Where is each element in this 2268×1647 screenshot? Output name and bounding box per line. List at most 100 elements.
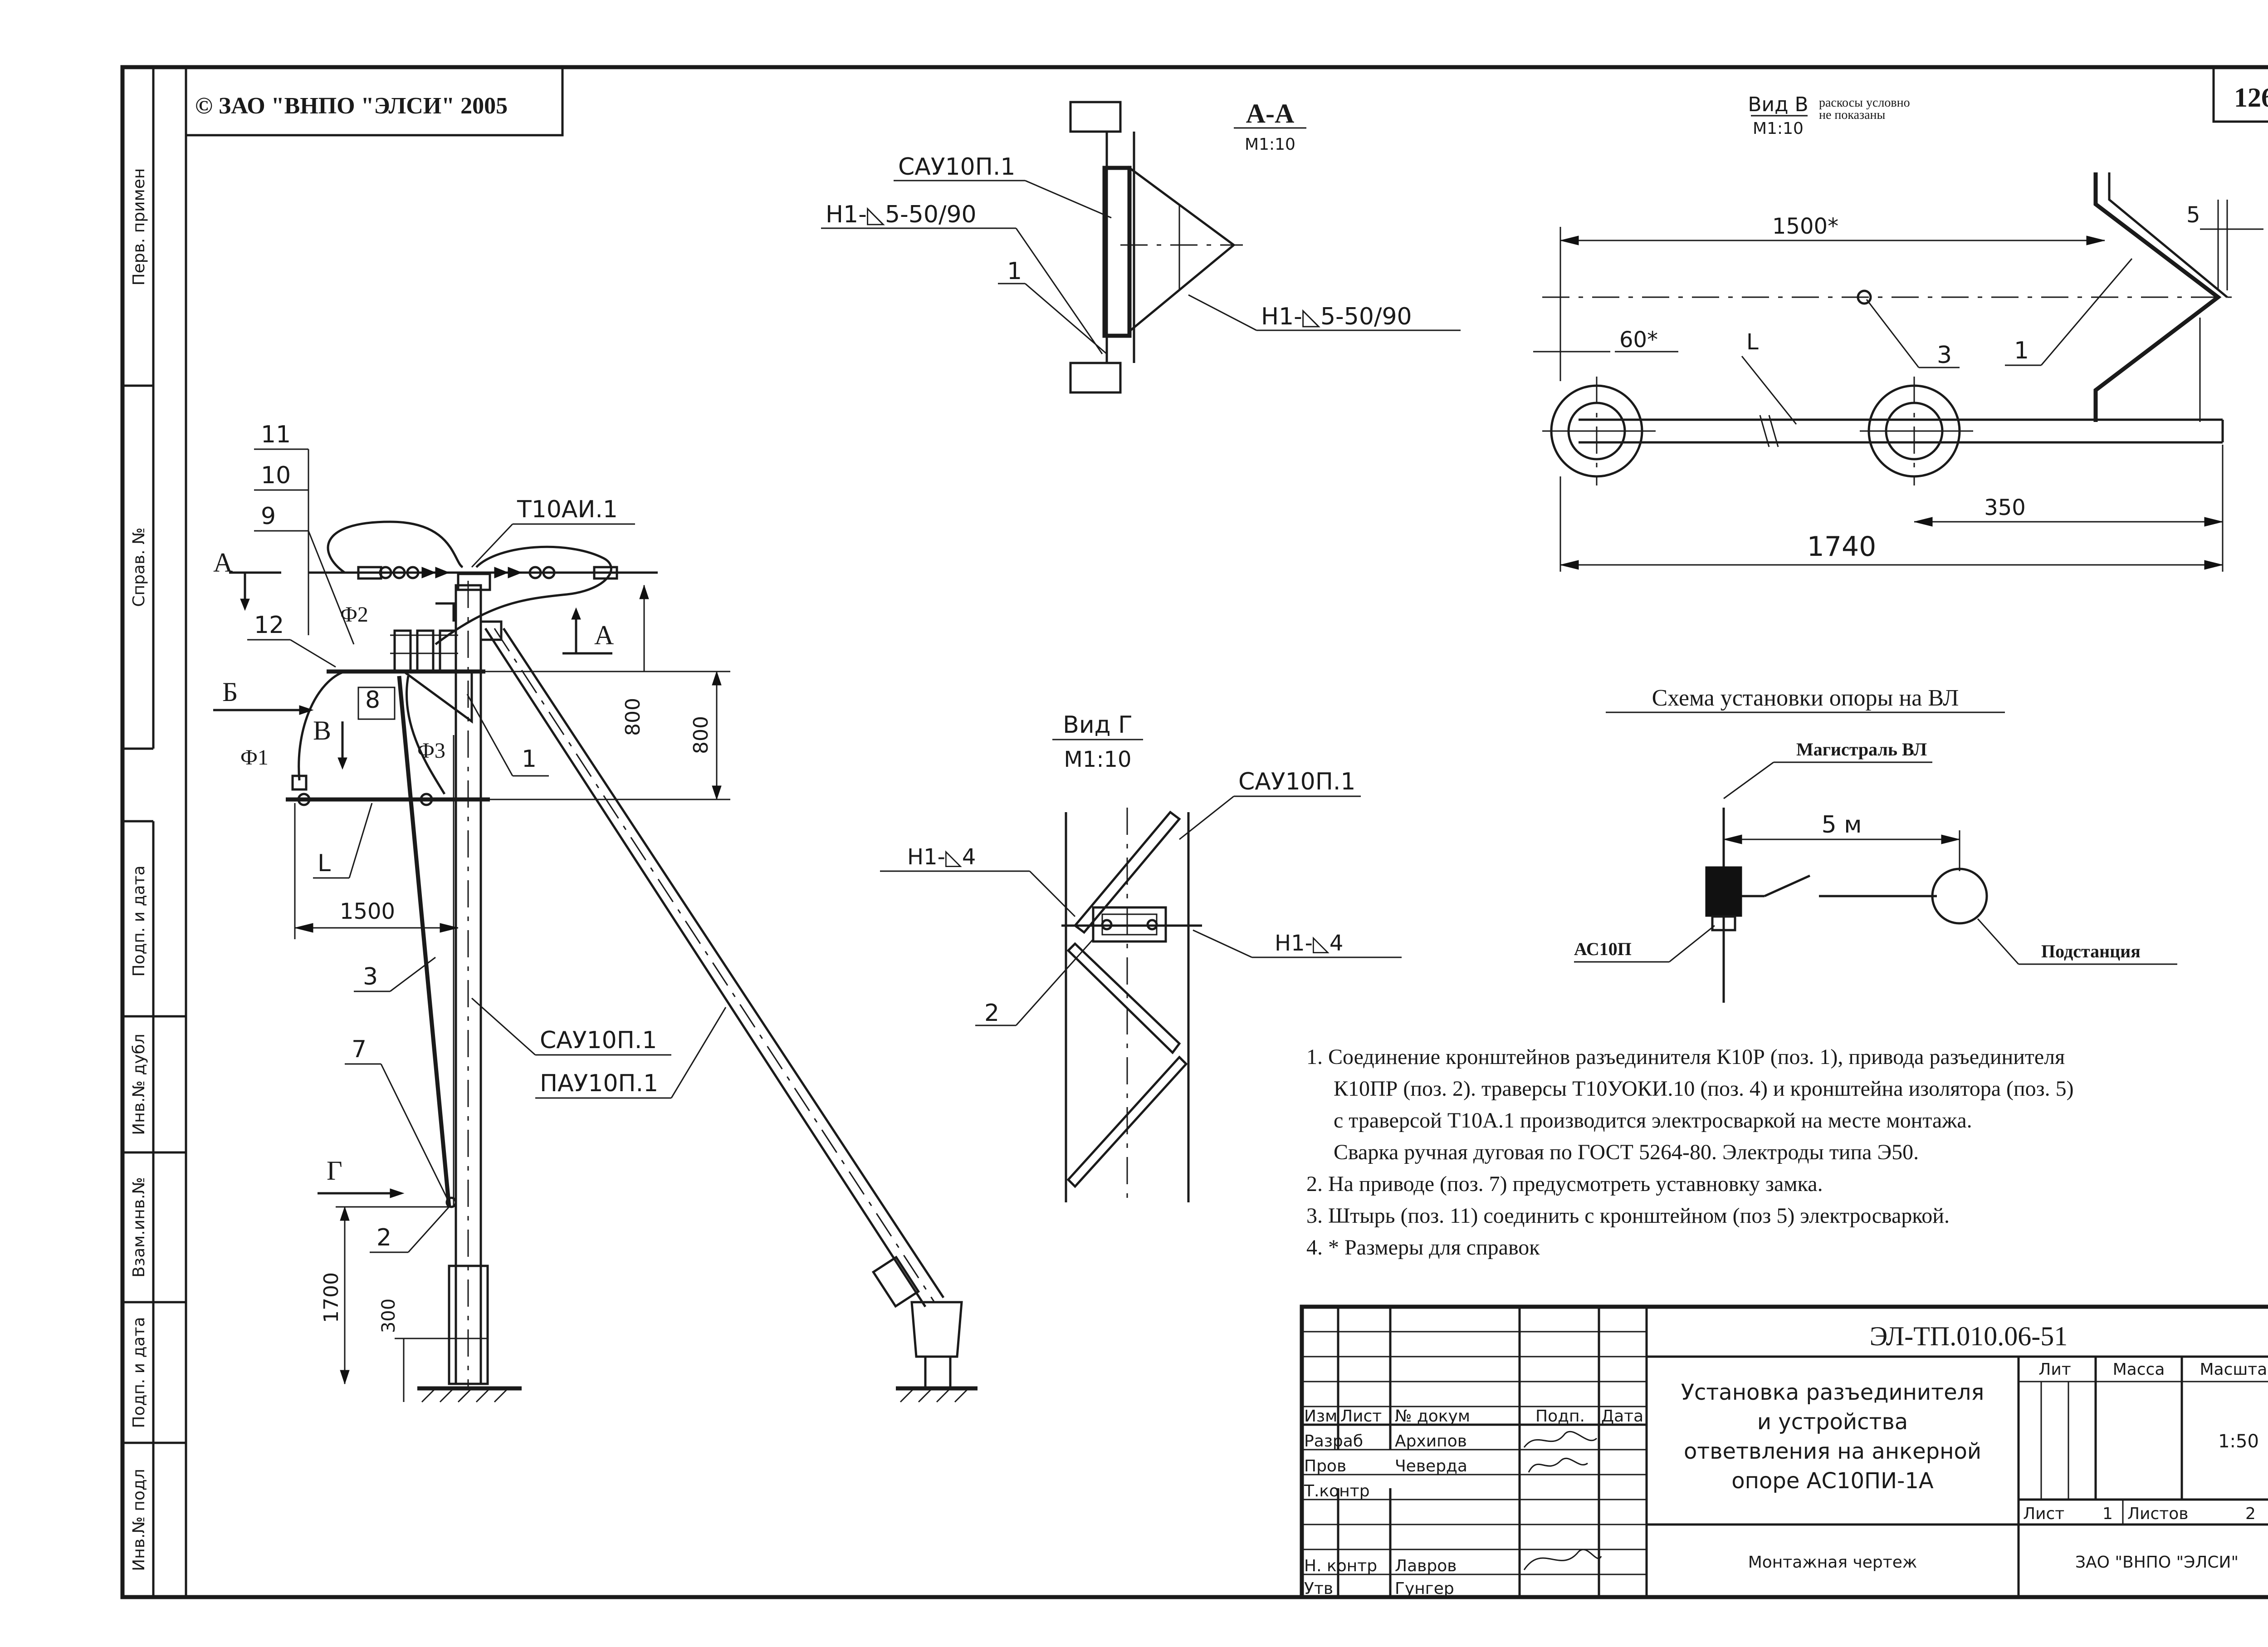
- view-g-part-label: САУ10П.1: [1238, 768, 1355, 795]
- label-A-left: А: [213, 548, 233, 578]
- tb-masshtab: Масштаб: [2200, 1360, 2268, 1379]
- phase-f3: Ф3: [417, 739, 445, 763]
- pos-1: 1: [522, 745, 537, 773]
- dim-800-inner: 800: [621, 698, 645, 736]
- view-v-label-L: L: [1746, 329, 1759, 355]
- tb-role-tkontr: Т.контр: [1304, 1482, 1370, 1500]
- view-g-title: Вид Г: [1063, 711, 1133, 739]
- pos-12: 12: [254, 612, 284, 639]
- section-aa-scale: М1:10: [1245, 135, 1295, 154]
- tb-list-value: 1: [2102, 1505, 2113, 1523]
- dim-300: 300: [378, 1299, 399, 1333]
- view-g: Вид Г М1:10 САУ10П.1 Н1-◺4 Н1-◺4 2: [880, 711, 1402, 1207]
- scheme-distance: 5 м: [1822, 811, 1862, 838]
- side-label-perv: Перв. примен: [130, 168, 148, 286]
- section-aa-title: А-А: [1246, 98, 1295, 128]
- copyright-text: © ЗАО "ВНПО "ЭЛСИ" 2005: [195, 93, 508, 119]
- signature-prov: [1528, 1457, 1588, 1473]
- side-label-podp1: Подп. и дата: [130, 865, 148, 976]
- side-label-podp2: Подп. и дата: [130, 1317, 148, 1428]
- tb-name-utv: Гунгер: [1395, 1579, 1454, 1598]
- view-g-pos-2: 2: [984, 1000, 999, 1027]
- phase-f2: Ф2: [340, 603, 368, 627]
- pos-11: 11: [261, 421, 291, 448]
- tb-doc-type: Монтажная чертеж: [1748, 1553, 1917, 1572]
- technical-notes: 1. Соединение кронштейнов разъединителя …: [1306, 1045, 2074, 1260]
- label-sau-main: САУ10П.1: [540, 1027, 657, 1054]
- tb-listov-value: 2: [2245, 1505, 2256, 1523]
- section-aa-weld-right: Н1-◺5-50/90: [1261, 303, 1412, 330]
- view-v-note-1: раскосы условно: [1819, 96, 1910, 110]
- pos-3: 3: [363, 963, 378, 990]
- sheet-number: 126: [2234, 83, 2268, 113]
- note-line-6: 3. Штырь (поз. 11) соединить с кронштейн…: [1306, 1204, 1950, 1228]
- section-aa: А-А М1:10 САУ10П.1 Н1-◺5-50/90 1 Н1-◺5-5…: [821, 98, 1461, 394]
- tb-organization: ЗАО "ВНПО "ЭЛСИ": [2075, 1553, 2239, 1572]
- sheet-number-box: 126: [2212, 66, 2268, 123]
- tb-col-izm: Изм: [1304, 1407, 1337, 1426]
- tb-lit: Лит: [2038, 1360, 2071, 1379]
- title-block: Изм Лист № докум Подп. Дата Разраб Архип…: [1300, 1304, 2268, 1599]
- scheme-title: Схема установки опоры на ВЛ: [1652, 685, 1959, 711]
- label-L-main: L: [318, 850, 331, 877]
- note-line-5: 2. На приводе (поз. 7) предусмотреть уст…: [1306, 1172, 1823, 1196]
- tb-title-1: Установка разъединителя: [1681, 1380, 1984, 1405]
- view-v-label-1: 1: [2014, 337, 2029, 364]
- tb-col-podp: Подп.: [1535, 1407, 1585, 1426]
- dim-1500-main: 1500: [340, 899, 395, 924]
- tb-role-utv: Утв: [1304, 1579, 1333, 1598]
- section-aa-weld-left: Н1-◺5-50/90: [826, 201, 977, 228]
- note-line-4: Сварка ручная дуговая по ГОСТ 5264-80. Э…: [1334, 1140, 1919, 1164]
- label-t10ai: Т10АИ.1: [517, 496, 618, 523]
- label-V: В: [313, 716, 331, 745]
- pos-9: 9: [261, 503, 276, 530]
- side-label-sprav: Справ. №: [130, 527, 148, 607]
- note-line-7: 4. * Размеры для справок: [1306, 1235, 1540, 1260]
- tb-name-razrab: Архипов: [1395, 1432, 1467, 1451]
- side-stamp: Перв. примен Справ. № Подп. и дата Инв.№…: [130, 168, 148, 1571]
- tb-title-2: и устройства: [1757, 1409, 1908, 1435]
- pos-2: 2: [376, 1224, 391, 1251]
- pos-7: 7: [352, 1036, 367, 1063]
- side-label-vzam: Взам.инв.№: [130, 1177, 148, 1278]
- label-B: Б: [222, 677, 238, 707]
- view-v-dim-60: 60*: [1619, 327, 1658, 353]
- view-g-weld-right: Н1-◺4: [1275, 931, 1343, 956]
- tb-scale-value: 1:50: [2218, 1431, 2259, 1452]
- side-label-inv-dubl: Инв.№ дубл: [130, 1034, 148, 1135]
- view-v-label-3: 3: [1937, 342, 1952, 369]
- tb-title-4: опоре АС10ПИ-1А: [1731, 1468, 1934, 1494]
- section-aa-pos-1: 1: [1007, 258, 1022, 285]
- tb-listov-label: Листов: [2127, 1505, 2188, 1523]
- note-line-2: К10ПР (поз. 2). траверсы Т10УОКИ.10 (поз…: [1334, 1077, 2074, 1101]
- tb-list-label: Лист: [2023, 1505, 2064, 1523]
- view-g-scale: М1:10: [1064, 747, 1131, 772]
- note-line-3: с траверсой Т10А.1 производится электрос…: [1334, 1108, 1972, 1132]
- view-g-weld-left: Н1-◺4: [907, 844, 976, 870]
- dim-1700: 1700: [320, 1272, 343, 1323]
- tb-role-razrab: Разраб: [1304, 1432, 1363, 1451]
- installation-scheme: Схема установки опоры на ВЛ Магистраль В…: [1574, 685, 2177, 1003]
- tb-title-3: ответвления на анкерной: [1684, 1439, 1981, 1464]
- tb-massa: Масса: [2113, 1360, 2165, 1379]
- pos-8: 8: [365, 686, 380, 714]
- tb-name-prov: Чеверда: [1395, 1457, 1467, 1475]
- view-v-scale: М1:10: [1753, 119, 1804, 138]
- view-v-dim-1500: 1500*: [1772, 214, 1838, 239]
- view-v-dim-350: 350: [1984, 495, 2026, 520]
- signature-razrab: [1523, 1431, 1598, 1448]
- tb-name-nkontr: Лавров: [1395, 1557, 1457, 1575]
- label-G: Г: [327, 1156, 342, 1186]
- tb-role-nkontr: Н. контр: [1304, 1557, 1377, 1575]
- insulator-chain: [357, 566, 618, 580]
- tb-col-doc: № докум: [1395, 1407, 1470, 1426]
- tb-col-date: Дата: [1601, 1407, 1643, 1426]
- phase-f1: Ф1: [240, 745, 269, 770]
- main-view: А А Б В Г 11 10 9 12 8 1 3 7 2 L: [213, 421, 978, 1403]
- scheme-magistral: Магистраль ВЛ: [1796, 739, 1927, 760]
- pos-10: 10: [261, 462, 291, 489]
- view-v: Вид В М1:10 раскосы условно не показаны …: [1533, 93, 2263, 572]
- view-v-title: Вид В: [1748, 93, 1808, 116]
- view-v-dim-1740: 1740: [1807, 531, 1877, 563]
